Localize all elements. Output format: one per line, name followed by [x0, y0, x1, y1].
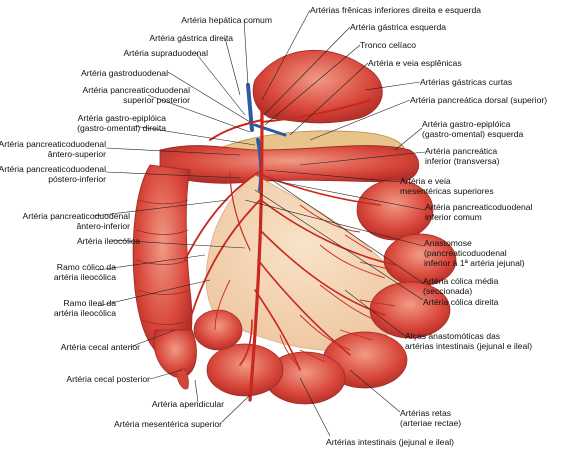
label-mesenterica-superior: Artéria mesentérica superior: [114, 419, 222, 429]
label-pancreatico-postero-inferior: Artéria pancreaticoduodenal póstero-infe…: [0, 164, 106, 184]
label-pancreatica-dorsal: Artéria pancreática dorsal (superior): [410, 95, 548, 105]
label-pancreatico-antero-superior: Artéria pancreaticoduodenal ântero-super…: [0, 139, 106, 159]
label-cecal-posterior: Artéria cecal posterior: [66, 374, 150, 384]
label-pancreatico-antero-inferior: Artéria pancreaticoduodenal ântero-infer…: [22, 211, 131, 231]
label-mesentericas-superiores: Artéria e veia mesentéricas superiores: [400, 176, 494, 196]
label-supraduodenal: Artéria supraduodenal: [123, 48, 208, 58]
ascending-colon-haustra: [135, 199, 191, 325]
label-ramo-colico: Ramo cólico da artéria ileocólica: [53, 262, 116, 282]
label-esplenicas: Artéria e veia esplênicas: [368, 58, 462, 68]
label-cecal-anterior: Artéria cecal anterior: [60, 342, 140, 352]
small-intestine: [193, 179, 457, 405]
label-apendicular: Artéria apendicular: [151, 399, 224, 409]
label-gastro-epiploica-esquerda: Artéria gastro-epiplóica (gastro-omental…: [422, 119, 524, 139]
transverse-colon: [159, 145, 420, 184]
leader-lines: [93, 9, 426, 437]
appendix: [175, 367, 189, 390]
label-pancreatico-sup-post: Artéria pancreaticoduodenal superior pos…: [82, 85, 191, 105]
label-hepatica-comum: Artéria hepática comum: [181, 15, 272, 25]
label-frenicas: Artérias frênicas inferiores direita e e…: [310, 5, 482, 15]
label-gastroduodenal: Artéria gastroduodenal: [81, 68, 168, 78]
label-gastrica-esquerda: Artéria gástrica esquerda: [350, 22, 447, 32]
arteries: [184, 99, 396, 402]
label-colica-direita: Artéria cólica direita: [423, 297, 499, 307]
arcades: [214, 204, 396, 369]
label-colica-media: Artéria cólica média (seccionada): [423, 276, 499, 296]
cecum: [153, 329, 197, 379]
label-pancreatico-inferior-comum: Artéria pancreaticoduodenal inferior com…: [425, 202, 533, 222]
stomach: [252, 49, 383, 124]
label-ileocolica: Artéria ileocólica: [76, 236, 140, 246]
label-pancreatica-inferior: Artéria pancreática inferior (transversa…: [425, 146, 500, 166]
label-ramo-ileal: Ramo ileal da artéria ileocólica: [53, 298, 116, 318]
label-tronco-celiaco: Tronco celíaco: [360, 40, 417, 50]
label-arterias-retas: Artérias retas (arteriae rectae): [400, 408, 462, 428]
label-anastomose: Anastomose (pancreaticoduodenal inferior…: [424, 238, 525, 268]
label-arterias-intestinais: Artérias intestinais (jejunal e ileal): [325, 437, 454, 447]
label-alcas-anastomoticas: Alças anastomóticas das artérias intesti…: [405, 331, 533, 351]
label-gastro-epiploica-direita: Artéria gastro-epiplóica (gastro-omental…: [77, 113, 166, 133]
label-gastricas-curtas: Artérias gástricas curtas: [420, 77, 513, 87]
label-gastrica-direita: Artéria gástrica direita: [149, 33, 233, 43]
